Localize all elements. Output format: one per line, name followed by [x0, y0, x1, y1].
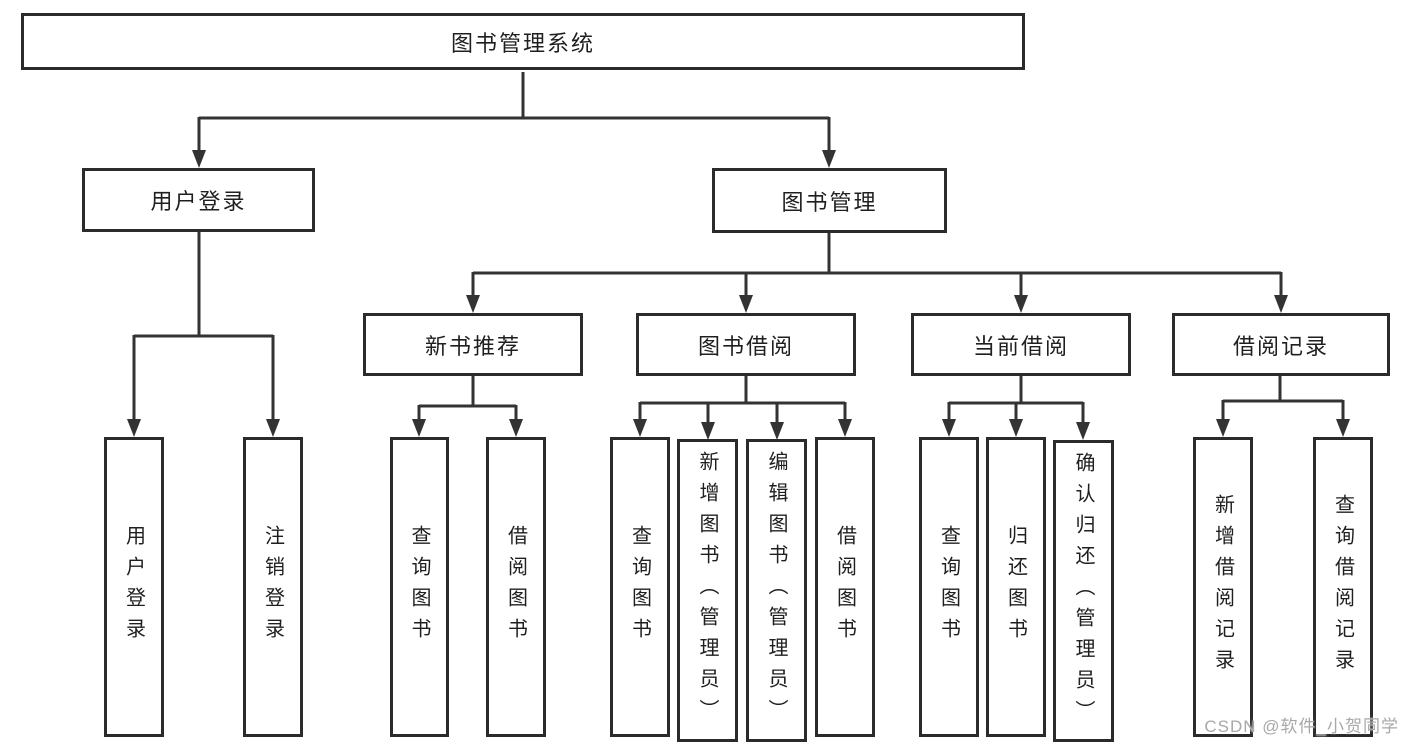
node-label: 查询图书 [628, 525, 651, 649]
node-user-login: 用户登录 [82, 168, 315, 232]
node-label: 查询借阅记录 [1331, 494, 1354, 680]
leaf-edit-book-admin: 编辑图书（管理员） [746, 439, 807, 742]
node-library-system: 图书管理系统 [21, 13, 1025, 70]
node-label: 当前借阅 [972, 333, 1069, 359]
node-label: 新增图书（管理员） [696, 451, 718, 730]
node-new-book-recommend: 新书推荐 [363, 313, 583, 376]
leaf-confirm-return-admin: 确认归还（管理员） [1053, 440, 1114, 742]
leaf-borrow-books-1: 借阅图书 [486, 437, 546, 737]
node-label: 图书管理 [781, 189, 878, 215]
node-book-management: 图书管理 [712, 168, 947, 233]
node-label: 查询图书 [408, 525, 430, 649]
leaf-logout: 注销登录 [243, 437, 303, 737]
leaf-query-books-3: 查询图书 [919, 437, 979, 737]
node-borrow-records: 借阅记录 [1172, 313, 1390, 376]
node-label: 新增借阅记录 [1211, 494, 1234, 680]
node-label: 借阅图书 [833, 525, 856, 649]
node-label: 查询图书 [937, 525, 960, 649]
leaf-return-book: 归还图书 [986, 437, 1046, 737]
node-label: 归还图书 [1004, 525, 1027, 649]
leaf-query-books-1: 查询图书 [390, 437, 449, 737]
leaf-borrow-books-2: 借阅图书 [815, 437, 875, 737]
leaf-add-book-admin: 新增图书（管理员） [677, 439, 738, 742]
node-label: 确认归还（管理员） [1072, 451, 1094, 731]
leaf-query-books-2: 查询图书 [610, 437, 670, 737]
leaf-query-borrow-record: 查询借阅记录 [1313, 437, 1373, 737]
leaf-add-borrow-record: 新增借阅记录 [1193, 437, 1253, 737]
watermark: CSDN @软件_小贺同学 [1204, 717, 1399, 736]
node-label: 编辑图书（管理员） [765, 451, 787, 730]
node-book-borrow: 图书借阅 [636, 313, 856, 376]
node-label: 用户登录 [150, 189, 247, 214]
node-label: 借阅记录 [1232, 333, 1329, 359]
node-label: 图书管理系统 [450, 30, 595, 56]
node-current-borrow: 当前借阅 [911, 313, 1131, 376]
node-label: 借阅图书 [504, 525, 527, 649]
node-label: 新书推荐 [424, 333, 521, 359]
node-label: 注销登录 [261, 525, 284, 649]
arrowhead-group [127, 150, 1350, 440]
node-label: 图书借阅 [697, 333, 794, 359]
node-label: 用户登录 [122, 525, 145, 649]
leaf-user-login: 用户登录 [104, 437, 164, 737]
